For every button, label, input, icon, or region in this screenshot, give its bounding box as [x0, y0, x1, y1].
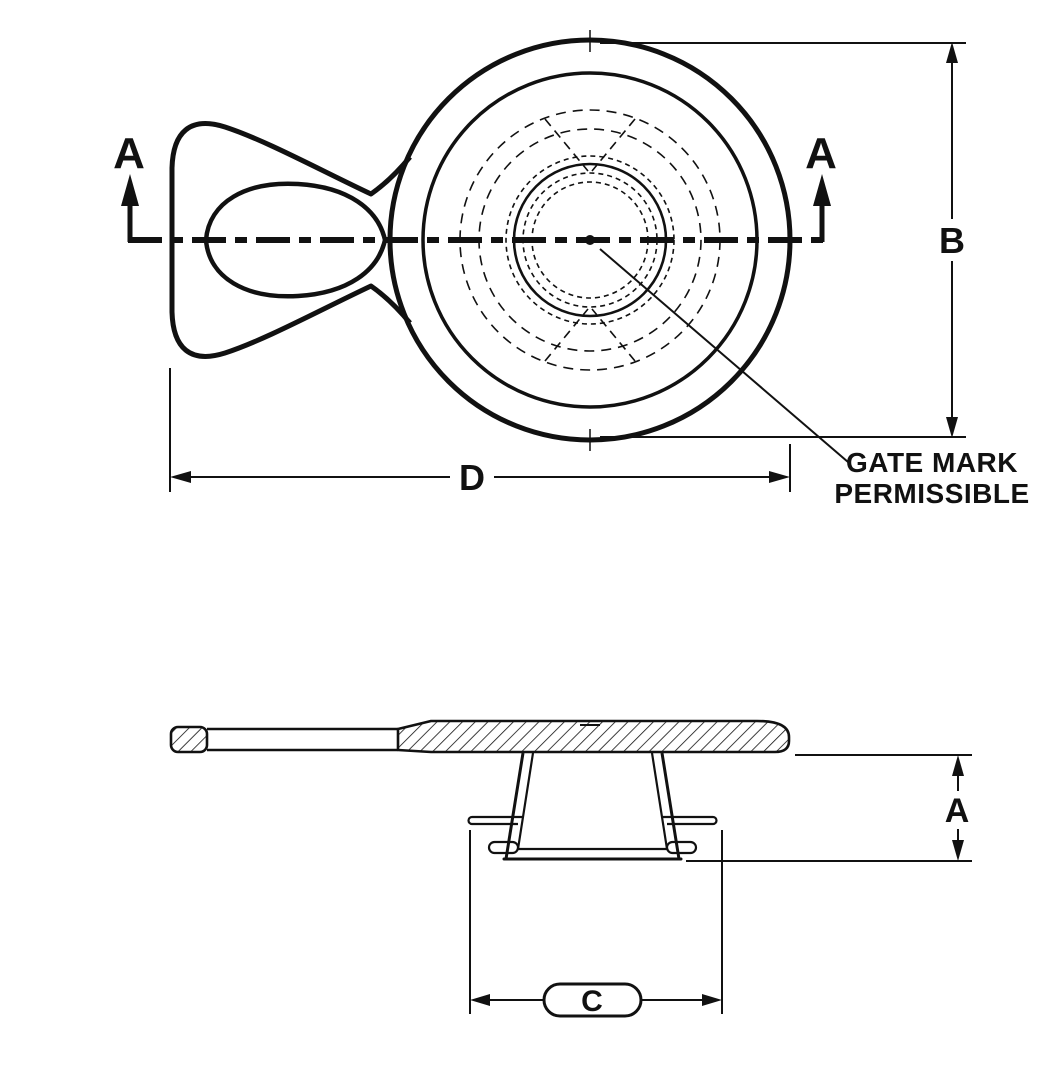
dim-b-label-mask — [933, 219, 971, 261]
dim-c-extension-lines — [469, 830, 723, 1014]
callout-line-2: PERMISSIBLE — [834, 478, 1029, 509]
section-view: A C — [169, 719, 976, 1018]
arrowhead-up-icon — [813, 174, 831, 206]
dim-b-label: B — [939, 220, 965, 261]
arrowhead-up-icon — [121, 174, 139, 206]
dim-c-stadium — [542, 982, 643, 1018]
section-arrow-right: A — [805, 129, 837, 242]
arrowhead-up-icon — [946, 42, 958, 63]
dim-a-label: A — [945, 792, 970, 830]
callout-line-1: GATE MARK — [846, 447, 1018, 478]
dim-d-extension-lines — [169, 368, 791, 492]
dim-d-label: D — [459, 457, 485, 498]
hidden-v-notches — [544, 118, 636, 362]
spout-flange-left — [467, 815, 522, 826]
spout-lip-right — [665, 840, 698, 855]
cap-plate-hatched — [396, 719, 791, 754]
top-view: A A B D GATE MARK PER — [113, 30, 1029, 509]
dimension-a: A — [686, 754, 976, 862]
dimension-b: B — [600, 42, 971, 438]
callout-leader-line — [599, 248, 849, 463]
gate-mark-callout: GATE MARK PERMISSIBLE — [599, 248, 1029, 509]
arrowhead-right-icon — [702, 994, 722, 1006]
arrowhead-down-icon — [946, 417, 958, 438]
tab-profile-lines — [207, 727, 398, 752]
spout-flange-right — [663, 815, 718, 826]
section-label-right: A — [805, 129, 837, 178]
dim-d-label-mask — [450, 456, 494, 496]
dim-c-label: C — [581, 985, 603, 1018]
pull-tab-hole — [203, 181, 388, 299]
section-label-left: A — [113, 129, 145, 178]
spout-inner-walls — [516, 752, 669, 850]
dimension-d: D — [169, 368, 791, 498]
dimension-c: C — [469, 830, 723, 1018]
dim-a-extension-lines — [686, 754, 972, 862]
spout-lip-left — [487, 840, 520, 855]
arrowhead-right-icon — [769, 471, 790, 483]
arrowhead-down-icon — [952, 840, 964, 861]
dim-b-extension-lines — [600, 42, 966, 438]
arrowhead-left-icon — [470, 994, 490, 1006]
spout — [467, 752, 718, 861]
arrowhead-up-icon — [952, 755, 964, 776]
tab-section-hatched — [169, 725, 209, 754]
dim-a-label-mask — [940, 791, 976, 829]
spout-outer-walls — [504, 752, 681, 860]
section-arrow-left: A — [113, 129, 145, 242]
arrowhead-left-icon — [170, 471, 191, 483]
